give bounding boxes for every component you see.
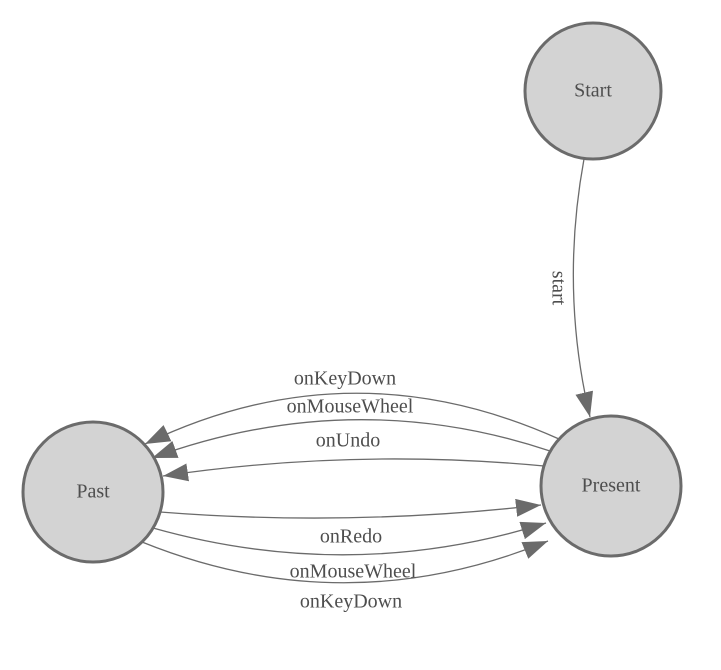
state-node-present: Present (539, 414, 683, 558)
edge-label-start: start (547, 271, 569, 306)
edge-label-group: start onKeyDown onMouseWheel onUndo onRe… (287, 271, 570, 613)
edge-present-to-past-onundo (162, 458, 545, 482)
edge-group (141, 158, 594, 584)
edge-past-to-present-onkeydown (141, 540, 549, 584)
edge-past-to-present-onmousewheel (152, 521, 547, 556)
edge-present-to-past-onmousewheel (151, 419, 551, 459)
past-node-circle (21, 420, 165, 564)
edge-label-onredo: onRedo (320, 526, 382, 548)
start-node-label: Start (574, 80, 612, 102)
edge-label-onmousewheel-top: onMouseWheel (287, 396, 414, 418)
past-node-label: Past (76, 481, 110, 503)
edge-label-onmousewheel-bottom: onMouseWheel (290, 561, 417, 583)
edge-present-to-past-onkeydown (144, 392, 560, 445)
state-node-past: Past (21, 420, 165, 564)
edge-past-to-present-onredo (159, 498, 542, 519)
start-node-circle (523, 21, 663, 161)
present-node-label: Present (582, 475, 641, 497)
edge-label-onkeydown-bottom: onKeyDown (300, 591, 402, 613)
edge-label-onundo: onUndo (316, 430, 380, 452)
present-node-circle (539, 414, 683, 558)
edge-start-to-present (572, 158, 594, 418)
state-node-start: Start (523, 21, 663, 161)
edge-label-onkeydown-top: onKeyDown (294, 368, 396, 390)
